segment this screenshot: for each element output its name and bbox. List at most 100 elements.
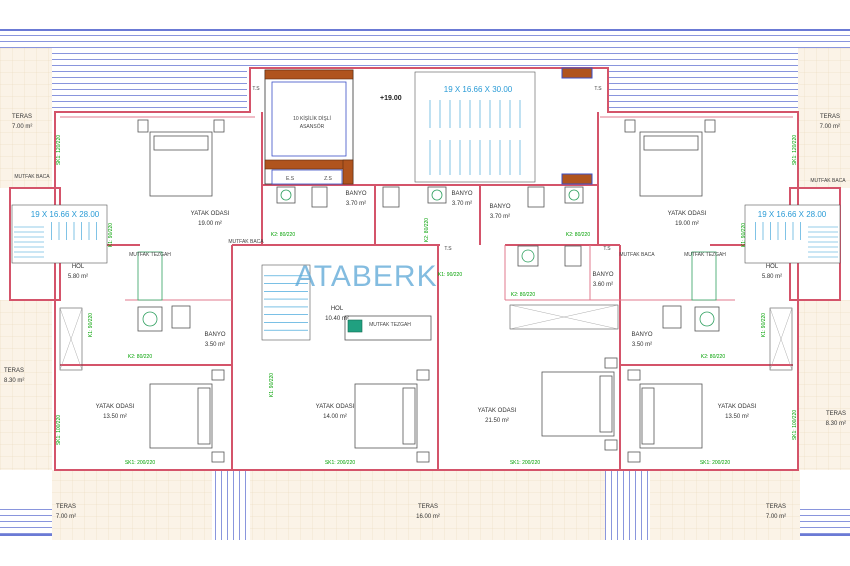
shaft-label-center-right: T.S — [603, 246, 611, 252]
beds — [137, 119, 716, 463]
room-name: TERAS — [4, 368, 24, 374]
window-dim: SK1: 200/220 — [510, 460, 541, 466]
door-dim: K1: 90/220 — [88, 313, 94, 337]
kitchen-counter-label: MUTFAK TEZGAH — [369, 322, 411, 328]
bed-top-right — [624, 119, 716, 197]
room-area: 5.80 m² — [68, 274, 88, 280]
room-name: TERAS — [12, 114, 32, 120]
main-stair-label: 19 X 16.66 X 30.00 — [444, 85, 513, 94]
room-area: 3.50 m² — [205, 342, 225, 348]
kitchen-flue-label: MUTFAK BACA — [14, 174, 50, 180]
room-area: 7.00 m² — [12, 124, 32, 130]
es-label: E.S — [286, 176, 295, 182]
window-dim: SK1: 100/220 — [792, 410, 798, 441]
room-area: 3.70 m² — [452, 201, 472, 207]
room-area: 7.00 m² — [766, 514, 786, 520]
room-name: BANYO — [204, 332, 225, 338]
stair-treads — [14, 222, 97, 258]
window-dim: SK1: 200/220 — [325, 460, 356, 466]
room-name: YATAK ODASI — [718, 404, 757, 410]
room-name: YATAK ODASI — [478, 408, 517, 414]
bed-bottom-3 — [541, 357, 618, 451]
door-dim: K2: 80/220 — [128, 354, 152, 360]
room-area: 14.00 m² — [323, 414, 347, 420]
right-stair-label: 19 X 16.66 X 28.00 — [758, 210, 827, 219]
elevator — [264, 69, 354, 185]
stair-treads — [429, 100, 521, 175]
room-name: BANYO — [451, 191, 472, 197]
room-name: TERAS — [820, 114, 840, 120]
room-area: 19.00 m² — [675, 221, 699, 227]
door-dim: K2: 80/220 — [566, 232, 590, 238]
room-area: 3.50 m² — [632, 342, 652, 348]
bed-top-left — [137, 119, 225, 197]
kitchen-flue-label: MUTFAK BACA — [619, 252, 655, 258]
bed-bottom-2 — [354, 369, 430, 463]
right-stair — [744, 204, 841, 264]
room-name: TERAS — [56, 504, 76, 510]
room-area: 13.50 m² — [103, 414, 127, 420]
door-dim: K2: 80/220 — [701, 354, 725, 360]
room-name: HOL — [72, 264, 85, 270]
room-area: 8.30 m² — [4, 378, 24, 384]
stair-treads — [264, 275, 308, 331]
bed-bottom-4 — [627, 369, 703, 463]
room-area: 5.80 m² — [762, 274, 782, 280]
window-dim: SK1: 100/220 — [56, 415, 62, 446]
zs-label: Z.S — [324, 176, 332, 182]
shaft-label-left: T.S — [252, 86, 260, 92]
stair-treads — [755, 222, 838, 258]
shaft-label-center: T.S — [444, 246, 452, 252]
shaft-label-right: T.S — [594, 86, 602, 92]
room-area: 21.50 m² — [485, 418, 509, 424]
elevator-label-2: ASANSÖR — [300, 123, 325, 130]
door-dim: K1: 90/220 — [761, 313, 767, 337]
room-name: BANYO — [489, 204, 510, 210]
bed-bottom-1 — [149, 369, 225, 463]
vertical-dims: SK1: 120/220 SK1: 120/220 SK1: 100/220 S… — [56, 135, 798, 446]
room-name: YATAK ODASI — [191, 211, 230, 217]
room-area: 10.40 m² — [325, 316, 349, 322]
door-dim: K2: 80/220 — [424, 218, 430, 242]
room-area: 3.70 m² — [490, 214, 510, 220]
door-dim: K1: 90/220 — [269, 373, 275, 397]
left-stair-label: 19 X 16.66 X 28.00 — [31, 210, 100, 219]
room-name: TERAS — [826, 411, 846, 417]
room-area: 7.00 m² — [820, 124, 840, 130]
door-dim: K1: 90/220 — [741, 223, 747, 247]
window-dim: SK1: 200/220 — [700, 460, 731, 466]
window-dim: SK1: 120/220 — [56, 135, 62, 166]
kitchen-counter-label: MUTFAK TEZGAH — [129, 252, 171, 258]
room-area: 8.30 m² — [826, 421, 846, 427]
terraces — [0, 48, 850, 540]
room-name: HOL — [331, 306, 344, 312]
center-stair — [261, 264, 311, 341]
room-area: 19.00 m² — [198, 221, 222, 227]
kitchen-flue-label: MUTFAK BACA — [228, 239, 264, 245]
door-dim: K1: 90/220 — [438, 272, 462, 278]
room-labels: ATABERK +19.00 19 X 16.66 X 30.00 19 X 1… — [4, 85, 846, 520]
door-dim: K2: 80/220 — [511, 292, 535, 298]
main-stair — [414, 67, 593, 185]
room-area: 7.00 m² — [56, 514, 76, 520]
room-name: BANYO — [631, 332, 652, 338]
room-area: 3.70 m² — [346, 201, 366, 207]
room-name: BANYO — [592, 272, 613, 278]
room-name: HOL — [766, 264, 779, 270]
room-area: 13.50 m² — [725, 414, 749, 420]
room-name: YATAK ODASI — [316, 404, 355, 410]
bath-fixtures — [137, 186, 720, 341]
kitchen-counter-label: MUTFAK TEZGAH — [684, 252, 726, 258]
room-name: BANYO — [345, 191, 366, 197]
room-name: TERAS — [418, 504, 438, 510]
room-name: TERAS — [766, 504, 786, 510]
room-name: YATAK ODASI — [668, 211, 707, 217]
door-dim: K1: 90/220 — [108, 223, 114, 247]
room-area: 16.00 m² — [416, 514, 440, 520]
elevator-label-1: 10 KİŞİLİK DİŞLİ — [293, 115, 331, 122]
window-dim: SK1: 120/220 — [792, 135, 798, 166]
room-name: YATAK ODASI — [96, 404, 135, 410]
logo: ATABERK — [295, 260, 438, 293]
window-dim: SK1: 200/220 — [125, 460, 156, 466]
